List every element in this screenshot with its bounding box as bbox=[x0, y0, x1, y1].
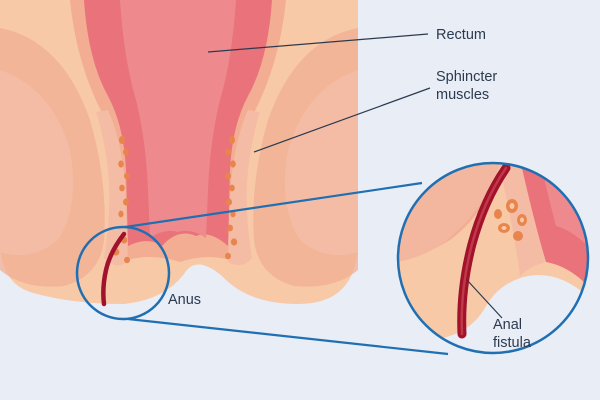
zoom-connector-top bbox=[124, 181, 423, 229]
sphincter-muscles-label: Sphincter muscles bbox=[436, 68, 497, 104]
zoom-inset-border bbox=[396, 161, 590, 355]
fat-cells-left bbox=[112, 136, 130, 264]
fistula-tract bbox=[101, 231, 127, 307]
right-sphincter-muscle bbox=[228, 110, 260, 266]
sphincter-label-line2: muscles bbox=[436, 87, 490, 103]
left-buttock-inner bbox=[0, 70, 74, 256]
fistula-label-line1: Anal bbox=[493, 317, 523, 333]
sphincter-leader-line bbox=[253, 87, 431, 153]
zoom-connector-bottom bbox=[127, 317, 449, 356]
anus-label-text: Anus bbox=[168, 292, 202, 308]
rectum-lumen bbox=[120, 0, 236, 238]
right-buttock-inner bbox=[284, 70, 358, 256]
zoom-source-circle bbox=[75, 225, 171, 321]
sphincter-label-line1: Sphincter bbox=[436, 69, 498, 85]
fistula-label-line2: fistula bbox=[493, 335, 531, 351]
anus-label: Anus bbox=[168, 291, 201, 309]
rectum-label: Rectum bbox=[436, 26, 486, 44]
rectum-label-text: Rectum bbox=[436, 27, 486, 43]
rectum-leader-line bbox=[207, 33, 429, 53]
anal-fistula-label: Anal fistula bbox=[493, 316, 531, 352]
fistula-leader-line bbox=[466, 279, 503, 319]
